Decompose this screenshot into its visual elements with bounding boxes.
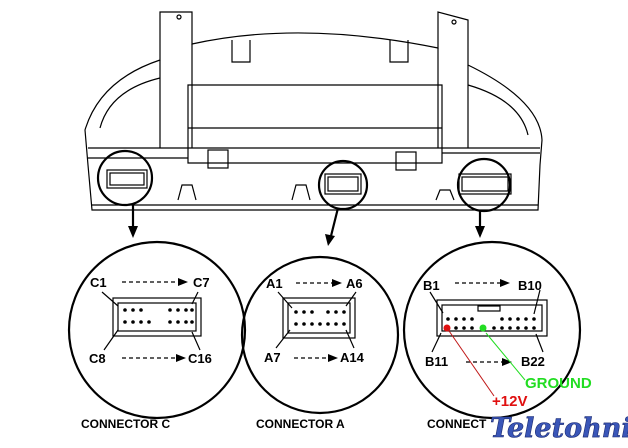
caption-connector-c: CONNECTOR C <box>81 417 170 431</box>
connector-b-detail-circle <box>402 240 582 420</box>
connector-b-locator <box>456 157 512 238</box>
pin-label-a1: A1 <box>266 276 283 291</box>
ground-pin-marker <box>479 324 487 332</box>
instrument-cluster-body <box>84 11 543 211</box>
pin-label-a14: A14 <box>340 350 365 365</box>
watermark-logo: Teletohnika <box>490 413 628 444</box>
caption-connector-b: CONNECT <box>427 417 487 431</box>
power-label: +12V <box>492 393 527 410</box>
pin-label-b10: B10 <box>518 278 542 293</box>
pin-label-a6: A6 <box>346 276 363 291</box>
ground-wire <box>485 332 526 381</box>
pin-label-c16: C16 <box>188 351 212 366</box>
connector-a: A1 A6 A7 A14 <box>264 276 365 365</box>
power-wire <box>446 327 495 397</box>
pin-label-b22: B22 <box>521 354 545 369</box>
connector-c: C1 C7 C8 C16 <box>89 275 212 366</box>
connector-b: B1 B10 B11 B22 GROUND +12V <box>423 278 592 410</box>
pin-label-c1: C1 <box>90 275 107 290</box>
pin-label-a7: A7 <box>264 350 281 365</box>
connector-a-locator <box>317 159 369 246</box>
connector-c-locator <box>96 149 154 238</box>
connector-c-detail-circle <box>67 240 247 420</box>
caption-connector-a: CONNECTOR A <box>256 417 345 431</box>
ground-label: GROUND <box>525 375 592 392</box>
pin-label-c7: C7 <box>193 275 210 290</box>
pin-label-b11: B11 <box>425 354 448 369</box>
pin-label-c8: C8 <box>89 351 106 366</box>
connector-a-pins <box>294 310 346 326</box>
connector-c-pins <box>123 308 194 324</box>
pin-label-b1: B1 <box>423 278 440 293</box>
connector-b-pins <box>446 317 536 330</box>
connector-a-detail-circle <box>240 255 400 415</box>
